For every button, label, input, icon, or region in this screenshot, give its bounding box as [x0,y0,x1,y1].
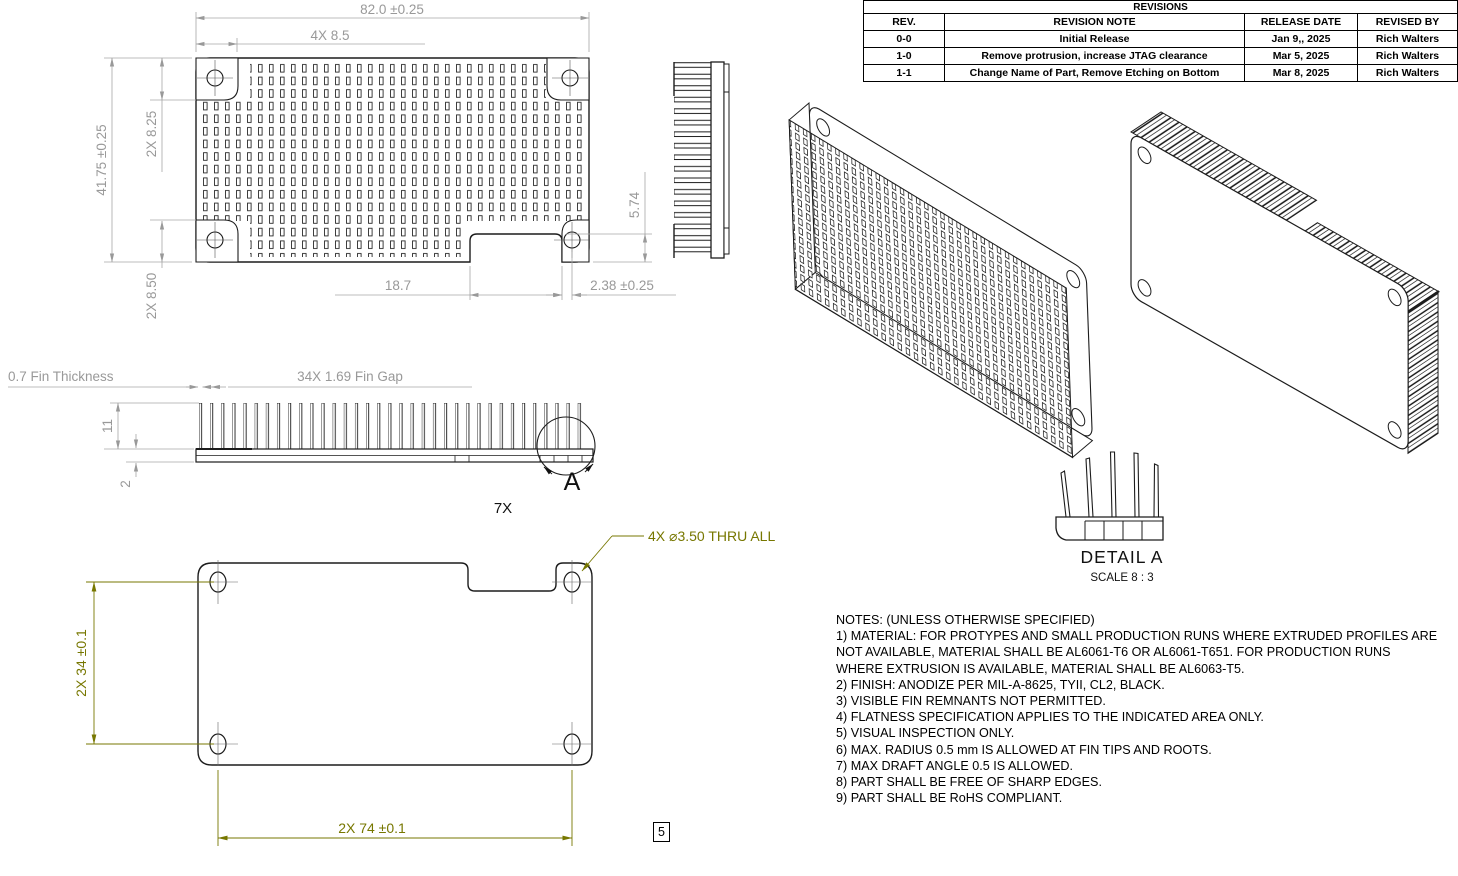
notes-line: 2) FINISH: ANODIZE PER MIL-A-8625, TYII,… [836,677,1165,692]
top-view [195,57,590,263]
notes-line: 3) VISIBLE FIN REMNANTS NOT PERMITTED. [836,694,1106,709]
detail-a-view [1055,451,1164,541]
notes-line: NOTES: (UNLESS OTHERWISE SPECIFIED) [836,613,1095,627]
notes-line: 6) MAX. RADIUS 0.5 mm IS ALLOWED AT FIN … [836,742,1212,757]
end-view [673,61,730,259]
dim-hole-top: 2X 8.25 [144,111,159,158]
crosscut-fin-field [789,120,1072,458]
rev-col-header: REV. [863,13,945,31]
dim-height: 41.75 ±0.25 [94,124,109,195]
notes-line: 9) PART SHALL BE RoHS COMPLIANT. [836,791,1063,806]
notes-line: WHERE EXTRUSION IS AVAILABLE, MATERIAL S… [836,661,1245,676]
bottom-view-dimensions [86,535,644,846]
notes-line: 8) PART SHALL BE FREE OF SHARP EDGES. [836,775,1102,790]
revisions-table: REVISIONS REV. REVISION NOTE RELEASE DAT… [862,0,1458,82]
detail-title: DETAIL A [1081,547,1164,567]
notes-line: 7) MAX DRAFT ANGLE 0.5 IS ALLOWED. [836,758,1074,773]
dim-fin-height: 11 [100,419,115,433]
hole-callout: 4X ⌀3.50 THRU ALL [648,528,775,544]
note-col-header: REVISION NOTE [944,13,1245,31]
revisions-title: REVISIONS [862,0,1458,14]
side-view [195,403,594,463]
hole-crosshairs-top-view [197,60,590,258]
by-col-header: REVISED BY [1356,13,1458,31]
date-col-header: RELEASE DATE [1244,13,1358,31]
revision-row: 1-0 Remove protrusion, increase JTAG cle… [863,47,1458,65]
flag-note-5: 5 [653,822,670,842]
revision-row: 1-1 Change Name of Part, Remove Etching … [863,64,1458,82]
bottom-view-outline [197,562,593,766]
dim-hole-pitch-x: 2X 74 ±0.1 [338,820,406,836]
bottom-view [197,560,593,766]
detail-arrow-label: A [564,468,581,496]
notes-line: NOT AVAILABLE, MATERIAL SHALL BE AL6061-… [836,645,1391,660]
side-view-dimensions [8,384,472,477]
revisions-header-row: REV. REVISION NOTE RELEASE DATE REVISED … [863,13,1458,31]
pad-bottom-right [561,219,590,263]
revision-row: 0-0 Initial Release Jan 9,, 2025 Rich Wa… [863,30,1458,48]
detail-scale: SCALE 8 : 3 [1090,572,1153,584]
fin-fringe-right [1408,291,1438,453]
notes-line: 4) FLATNESS SPECIFICATION APPLIES TO THE… [836,710,1264,725]
mounting-holes-bottom-view [209,571,581,755]
fin-count-label: 7X [494,500,512,517]
dim-top-width: 82.0 ±0.25 [360,2,424,17]
dim-notch-offset: 2.38 ±0.25 [590,278,654,293]
dim-hole-offset: 4X 8.5 [310,28,349,43]
hole-crosshairs-bottom-view [198,560,592,766]
top-view-dimensions [104,12,676,300]
pad-top-left [195,57,239,101]
iso-view-front [788,90,1093,470]
notes-line: 5) VISUAL INSPECTION ONLY. [836,726,1015,741]
bottom-plate-face [1131,132,1408,453]
notes-block: NOTES: (UNLESS OTHERWISE SPECIFIED) 1) M… [836,612,1458,806]
dim-fin-thickness: 0.7 Fin Thickness [8,369,114,384]
iso-view-back [1131,112,1439,453]
dim-base-thickness: 2 [118,480,133,488]
notes-line: 1) MATERIAL: FOR PROTYPES AND SMALL PROD… [836,629,1438,644]
dim-hole-bottom: 2X 8.50 [144,273,159,320]
pad-top-right [546,57,590,101]
detail-circle-a [536,416,596,476]
dim-notch-width: 18.7 [385,278,411,293]
dim-fin-gap: 34X 1.69 Fin Gap [297,369,403,384]
dim-hole-pitch-y: 2X 34 ±0.1 [73,629,89,697]
pad-bottom-left [195,219,239,263]
dim-tab: 5.74 [627,191,642,218]
